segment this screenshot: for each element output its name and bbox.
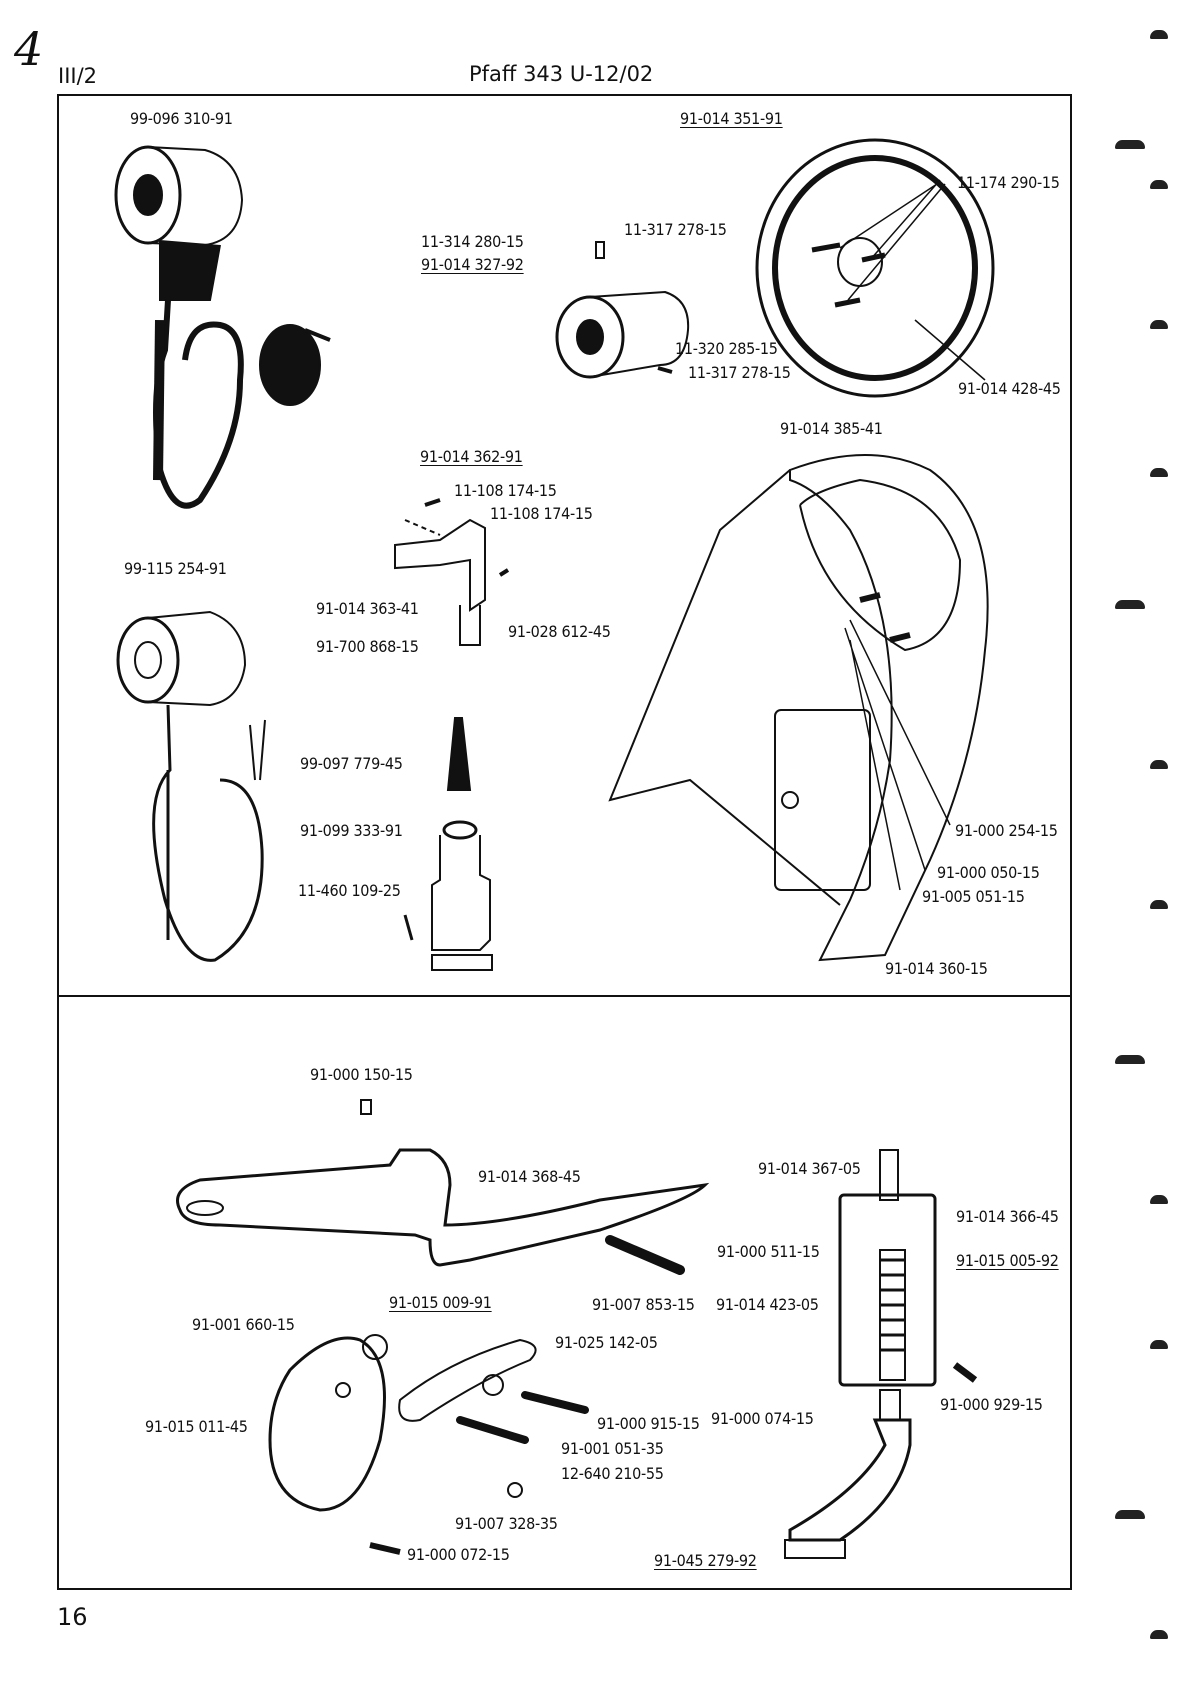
part-label: 91-007 328-35 <box>455 1514 558 1533</box>
page-number: 16 <box>57 1603 88 1631</box>
part-label: 91-014 368-45 <box>478 1167 581 1186</box>
margin-smudge <box>1150 320 1168 329</box>
corner-mark: 4 <box>14 22 44 76</box>
part-label: 11-317 278-15 <box>688 363 791 382</box>
part-label: 91-025 142-05 <box>555 1333 658 1352</box>
part-label: 91-000 929-15 <box>940 1395 1043 1414</box>
part-label: 91-014 385-41 <box>780 419 883 438</box>
part-label: 91-014 360-15 <box>885 959 988 978</box>
part-label: 91-700 868-15 <box>316 637 419 656</box>
part-label: 91-014 351-91 <box>680 109 783 128</box>
part-label: 91-014 362-91 <box>420 447 523 466</box>
part-label: 12-640 210-55 <box>561 1464 664 1483</box>
page-title: Pfaff 343 U-12/02 <box>469 62 654 86</box>
part-label: 91-000 072-15 <box>407 1545 510 1564</box>
part-label: 91-014 367-05 <box>758 1159 861 1178</box>
margin-smudge <box>1115 1510 1145 1519</box>
margin-smudge <box>1115 140 1145 149</box>
part-label: 11-108 174-15 <box>490 504 593 523</box>
margin-smudge <box>1115 1055 1145 1064</box>
part-label: 11-320 285-15 <box>675 339 778 358</box>
part-label: 11-174 290-15 <box>957 173 1060 192</box>
part-label: 91-014 423-05 <box>716 1295 819 1314</box>
part-label: 11-314 280-15 <box>421 232 524 251</box>
margin-smudge <box>1150 1630 1168 1639</box>
margin-smudge <box>1150 900 1168 909</box>
margin-smudge <box>1115 600 1145 609</box>
margin-smudge <box>1150 1340 1168 1349</box>
part-label: 91-005 051-15 <box>922 887 1025 906</box>
part-label: 91-028 612-45 <box>508 622 611 641</box>
margin-smudge <box>1150 760 1168 769</box>
part-label: 11-108 174-15 <box>454 481 557 500</box>
part-label: 91-000 511-15 <box>717 1242 820 1261</box>
drawing-frame <box>57 94 1072 1590</box>
part-label: 91-001 660-15 <box>192 1315 295 1334</box>
part-label: 11-460 109-25 <box>298 881 401 900</box>
margin-smudge <box>1150 1195 1168 1204</box>
part-label: 91-014 327-92 <box>421 255 524 274</box>
part-label: 91-000 074-15 <box>711 1409 814 1428</box>
margin-smudge <box>1150 468 1168 477</box>
part-label: 91-014 428-45 <box>958 379 1061 398</box>
panel-divider <box>57 995 1072 997</box>
part-label: 91-045 279-92 <box>654 1551 757 1570</box>
part-label: 91-007 853-15 <box>592 1295 695 1314</box>
part-label: 91-000 050-15 <box>937 863 1040 882</box>
part-label: 91-000 254-15 <box>955 821 1058 840</box>
section-number: III/2 <box>58 64 98 88</box>
margin-smudge <box>1150 30 1168 39</box>
part-label: 91-015 005-92 <box>956 1251 1059 1270</box>
margin-smudge <box>1150 180 1168 189</box>
part-label: 99-115 254-91 <box>124 559 227 578</box>
part-label: 91-015 011-45 <box>145 1417 248 1436</box>
part-label: 91-014 366-45 <box>956 1207 1059 1226</box>
part-label: 91-000 150-15 <box>310 1065 413 1084</box>
part-label: 91-099 333-91 <box>300 821 403 840</box>
part-label: 91-014 363-41 <box>316 599 419 618</box>
part-label: 91-001 051-35 <box>561 1439 664 1458</box>
part-label: 91-015 009-91 <box>389 1293 492 1312</box>
part-label: 99-097 779-45 <box>300 754 403 773</box>
part-label: 99-096 310-91 <box>130 109 233 128</box>
part-label: 91-000 915-15 <box>597 1414 700 1433</box>
part-label: 11-317 278-15 <box>624 220 727 239</box>
